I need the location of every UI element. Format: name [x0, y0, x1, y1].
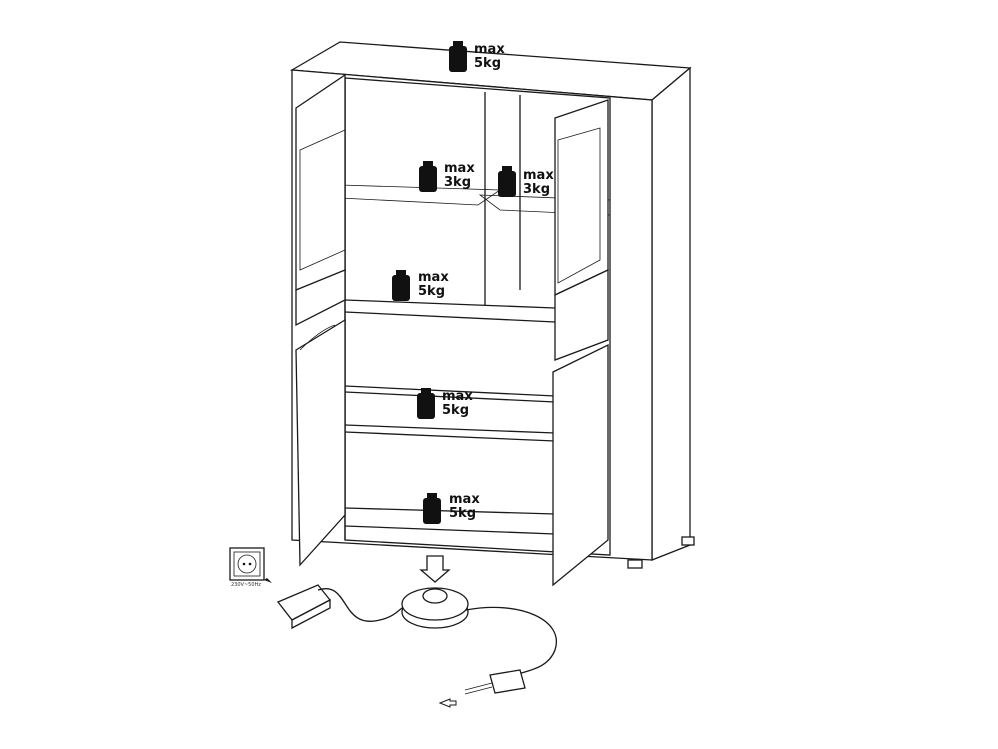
foot-switch [401, 555, 469, 629]
weight-icon [419, 161, 437, 192]
led-connector [438, 669, 526, 708]
weight-icon [392, 270, 410, 301]
weight-label-line2: 5kg [418, 284, 445, 299]
connect-arrow-icon [438, 698, 457, 708]
weight-label-line1: max [523, 168, 554, 183]
weight-label-line2: 3kg [523, 182, 550, 197]
weight-label-line2: 3kg [444, 175, 471, 190]
left-door [295, 73, 346, 567]
weight-label-line2: 5kg [442, 403, 469, 418]
plug-arrow-icon [264, 578, 272, 583]
weight-label-line2: 5kg [474, 56, 501, 71]
weight-label-line1: max [444, 161, 475, 176]
press-arrow-icon [419, 555, 451, 583]
weight-label-line1: max [418, 270, 449, 285]
weight-icon [423, 493, 441, 524]
switch-cable [465, 606, 558, 676]
wall-socket: 230V~50Hz [229, 547, 265, 588]
weight-icon [417, 388, 435, 419]
weight-label-line1: max [442, 389, 473, 404]
weight-icons [392, 41, 516, 524]
power-cable [317, 588, 411, 622]
socket-rating-label: 230V~50Hz [231, 582, 261, 588]
weight-label-line1: max [474, 42, 505, 57]
weight-label-line1: max [449, 492, 480, 507]
right-door [552, 99, 609, 587]
weight-icon [498, 166, 516, 197]
weight-label-line2: 5kg [449, 506, 476, 521]
power-adapter [276, 584, 331, 630]
cabinet-body [289, 41, 695, 569]
weight-icon [449, 41, 467, 72]
